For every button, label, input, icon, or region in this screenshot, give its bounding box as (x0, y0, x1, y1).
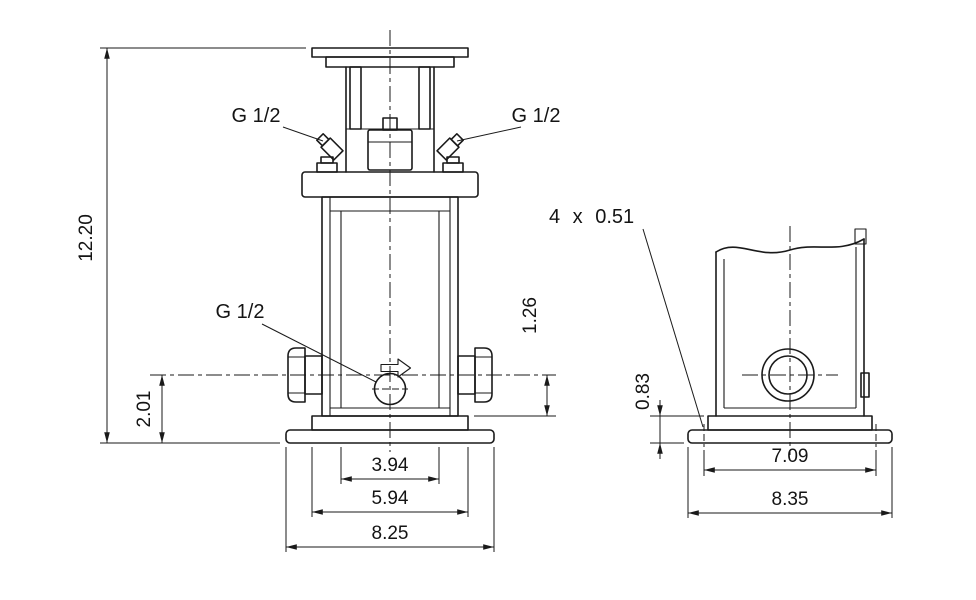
port-top-right-text: G 1/2 (512, 105, 561, 127)
dim-bolt-hole-spacing-value: 7.09 (772, 446, 809, 467)
motor-stool (311, 47, 469, 173)
left-port-stub (304, 355, 323, 395)
break-line (715, 238, 865, 254)
label-port-front: G 1/2 (216, 301, 377, 383)
right-port-stub (457, 355, 476, 395)
dim-base-overall-width-side: 8.35 (687, 447, 893, 518)
dim-floor-to-port-center: 2.01 (134, 375, 165, 443)
side-port-left (287, 347, 323, 403)
dim-base-plate-width-value: 5.94 (372, 488, 409, 509)
pump-base-front (285, 415, 495, 444)
port-top-left-text: G 1/2 (232, 105, 281, 127)
front-view (150, 30, 556, 452)
dim-total-height: 12.20 (76, 47, 306, 444)
leader-port-front (261, 323, 377, 383)
dim-total-height-value: 12.20 (76, 214, 97, 262)
dim-side-base-height-value: 0.83 (633, 373, 654, 410)
dim-chamber-width: 3.94 (340, 447, 440, 484)
dim-base-plate-width: 5.94 (311, 447, 469, 517)
leader-port-top-left (282, 126, 324, 142)
leader-port-top-right (456, 126, 522, 142)
coupling-box (367, 129, 413, 171)
leader-bolt-holes (642, 228, 704, 428)
side-port-inner-circle (768, 355, 808, 395)
side-base-foot (687, 429, 893, 444)
dim-base-top-to-port-center: 1.26 (474, 297, 556, 417)
drain-plug-boss (860, 372, 870, 398)
dim-base-overall-width-front-value: 8.25 (372, 523, 409, 544)
dimensions: 12.20 2.01 1.26 3.94 5.94 8.25 (76, 47, 893, 552)
dim-base-overall-width-side-value: 8.35 (772, 489, 809, 510)
pump-base-side (687, 415, 893, 447)
port-fitting-top-right (436, 132, 465, 161)
side-port (761, 348, 815, 402)
side-port-right (457, 347, 493, 403)
bolt-holes-text: 4 x 0.51 (549, 206, 634, 228)
left-port-flange (287, 347, 306, 403)
labels: G 1/2 G 1/2 G 1/2 4 x 0.51 (216, 105, 704, 428)
port-fitting-top-left (315, 132, 344, 161)
right-port-flange (474, 347, 493, 403)
front-centerlines (150, 30, 556, 452)
flange-bolt-left (316, 162, 338, 173)
base-foot (285, 429, 495, 444)
top-flange-underplate (325, 56, 455, 68)
dim-base-top-to-port-value: 1.26 (520, 297, 541, 334)
side-body (715, 228, 870, 417)
dim-side-base-height: 0.83 (633, 373, 704, 459)
tie-rod-nut (854, 228, 867, 245)
dim-base-overall-width-front: 8.25 (285, 447, 495, 552)
side-port-outer-circle (761, 348, 815, 402)
port-front-text: G 1/2 (216, 301, 265, 323)
flange-bolt-right (442, 162, 464, 173)
side-view (687, 226, 893, 455)
label-port-top-left: G 1/2 (232, 105, 324, 142)
label-port-top-right: G 1/2 (456, 105, 561, 142)
front-port (372, 372, 408, 406)
guard-bar-left (349, 66, 362, 130)
guard-bar-right (418, 66, 431, 130)
dim-chamber-width-value: 3.94 (372, 455, 409, 476)
label-bolt-holes: 4 x 0.51 (549, 206, 704, 428)
dim-floor-to-port-value: 2.01 (134, 391, 155, 428)
dim-bolt-hole-spacing: 7.09 (703, 446, 877, 476)
flow-direction-arrow-icon (380, 358, 412, 378)
